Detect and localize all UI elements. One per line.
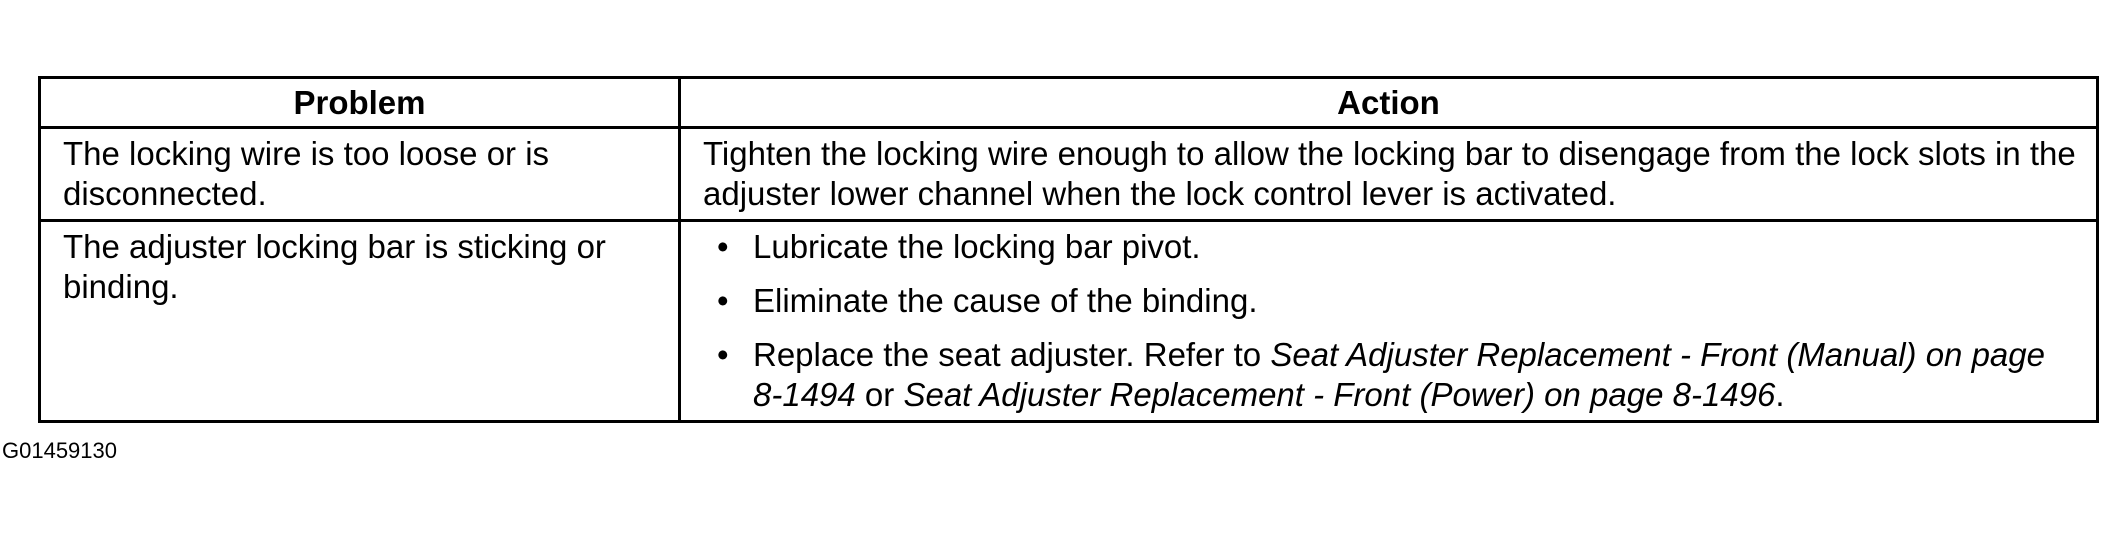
bullet-icon: • — [717, 282, 729, 319]
problem-column-header: Problem — [38, 76, 681, 129]
table-header-row: Problem Action — [38, 76, 2099, 129]
problem-cell: The adjuster locking bar is sticking or … — [38, 219, 681, 423]
figure-id: G01459130 — [2, 438, 117, 463]
action-cell: Tighten the locking wire enough to allow… — [678, 126, 2099, 222]
problem-cell: The locking wire is too loose or is disc… — [38, 126, 681, 222]
diagnostic-table: Problem Action The locking wire is too l… — [38, 76, 2099, 423]
action-text: Replace the seat adjuster. Refer to — [753, 336, 1271, 373]
power-adjuster-reference: Seat Adjuster Replacement - Front (Power… — [903, 376, 1776, 413]
list-item: • Eliminate the cause of the binding. — [703, 281, 2076, 321]
list-item: • Replace the seat adjuster. Refer to Se… — [703, 335, 2076, 415]
list-item: • Lubricate the locking bar pivot. — [703, 227, 2076, 267]
action-cell: • Lubricate the locking bar pivot. • Eli… — [678, 219, 2099, 423]
action-text: Lubricate the locking bar pivot. — [753, 228, 1201, 265]
action-text: Eliminate the cause of the binding. — [753, 282, 1258, 319]
reference-joiner: or — [855, 376, 904, 413]
sentence-end: . — [1775, 376, 1785, 413]
action-column-header: Action — [678, 76, 2099, 129]
table-row: The adjuster locking bar is sticking or … — [38, 219, 2099, 423]
action-list: • Lubricate the locking bar pivot. • Eli… — [703, 227, 2076, 415]
bullet-icon: • — [717, 228, 729, 265]
table-row: The locking wire is too loose or is disc… — [38, 126, 2099, 222]
manual-adjuster-reference: Seat Adjuster Replacement - Front (Manua… — [753, 336, 2045, 413]
bullet-icon: • — [717, 336, 729, 373]
